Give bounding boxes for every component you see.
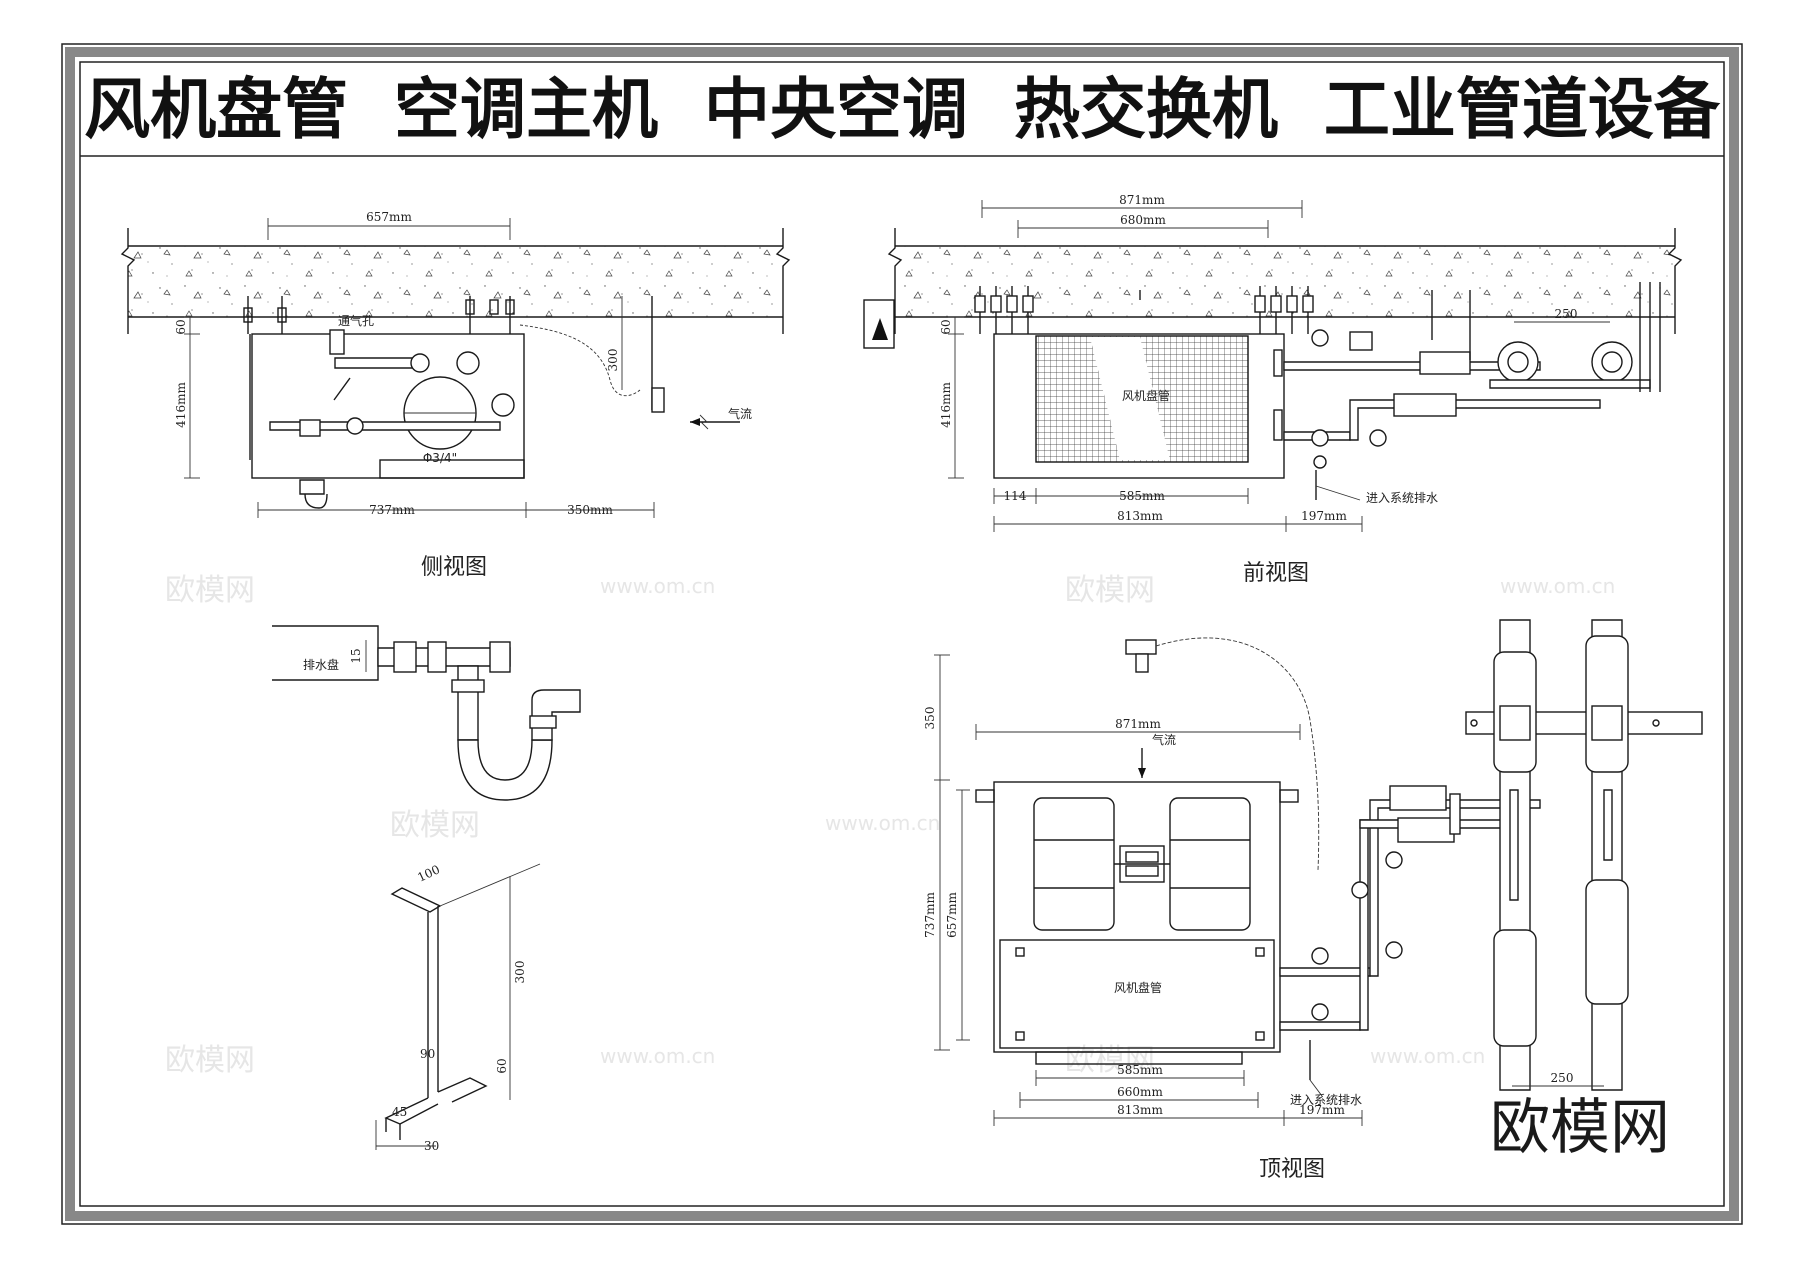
top-dim-bottom-3: 813mm <box>1117 1103 1163 1117</box>
watermark-url: www.om.cn <box>825 811 940 835</box>
front-view: 871mm 680mm 60 416mm 风机盘管 <box>863 193 1683 586</box>
top-dim-depth-inner: 657mm <box>945 892 959 938</box>
top-dim-pipe-spacing: 250 <box>1551 1071 1574 1085</box>
inner-border <box>79 61 1725 1207</box>
front-dim-top-outer: 871mm <box>1119 193 1165 207</box>
front-dim-offset: 114 <box>1004 489 1027 503</box>
watermark-text: 欧模网 <box>1065 573 1155 608</box>
top-label-drain: 进入系统排水 <box>1290 1093 1362 1107</box>
side-label-airflow: 气流 <box>728 406 752 421</box>
front-unit-body <box>993 333 1285 479</box>
drain-dim-height: 15 <box>349 648 363 663</box>
watermark-url: www.om.cn <box>1370 1044 1485 1068</box>
front-dim-pipe-spacing: 250 <box>1555 307 1578 321</box>
top-view: 350 737mm 657mm 871mm 气流 风机盘管 <box>923 619 1703 1182</box>
watermark-url: www.om.cn <box>1500 574 1615 598</box>
watermark-text: 欧模网 <box>165 1043 255 1078</box>
side-dim-hanger: 300 <box>606 349 620 372</box>
side-dim-bottom-left: 737mm <box>369 503 415 517</box>
side-label-vent: 通气孔 <box>338 313 374 328</box>
bracket-dim-foot-height: 60 <box>495 1058 509 1073</box>
front-dim-inner: 585mm <box>1119 489 1165 503</box>
side-dim-top: 657mm <box>366 210 412 224</box>
front-dim-height: 416mm <box>939 382 953 428</box>
bracket-dim-foot-width: 90 <box>420 1047 435 1061</box>
top-dim-bottom-2: 660mm <box>1117 1085 1163 1099</box>
front-view-caption: 前视图 <box>1243 561 1309 586</box>
watermark-url: www.om.cn <box>600 574 715 598</box>
front-label-drain: 进入系统排水 <box>1366 491 1438 505</box>
outer-border <box>61 43 1743 1225</box>
watermark-text: 欧模网 <box>1065 1043 1155 1078</box>
bracket-dim-height: 300 <box>513 961 527 984</box>
brand-logo-text: 欧模网 <box>1490 1093 1670 1163</box>
drain-label-pan: 排水盘 <box>303 657 339 672</box>
drain-detail: 15 排水盘 <box>272 625 581 801</box>
bracket-detail: 300 100 60 90 45 30 <box>375 862 541 1153</box>
top-dim-depth-outer: 737mm <box>923 892 937 938</box>
front-dim-top-inner: 680mm <box>1120 213 1166 227</box>
top-unit-label: 风机盘管 <box>1114 980 1162 995</box>
side-view: 657mm 60 416mm Φ3/4" <box>120 210 791 580</box>
watermark-layer: 欧模网 欧模网 欧模网 欧模网 欧模网 www.om.cn www.om.cn … <box>165 573 1615 1078</box>
side-dim-bottom-right: 350mm <box>567 503 613 517</box>
watermark-text: 欧模网 <box>165 573 255 608</box>
bracket-dim-width: 100 <box>415 862 442 884</box>
top-dim-side: 197mm <box>1299 1103 1345 1117</box>
side-dim-height: 416mm <box>174 382 188 428</box>
watermark-text: 欧模网 <box>390 808 480 843</box>
side-unit-body <box>251 333 525 479</box>
top-flex-cable <box>1155 637 1320 871</box>
svg-text:Φ3/4": Φ3/4" <box>423 451 457 465</box>
side-dim-gap: 60 <box>174 319 188 334</box>
top-view-caption: 顶视图 <box>1259 1157 1325 1182</box>
front-dim-gap: 60 <box>939 319 953 334</box>
frame-band <box>65 47 1739 1221</box>
top-dim-bottom-1: 585mm <box>1117 1063 1163 1077</box>
front-unit-label: 风机盘管 <box>1122 388 1170 403</box>
top-dim-clearance: 350 <box>923 707 937 730</box>
top-fan-right <box>1169 797 1251 931</box>
top-fan-left <box>1033 797 1115 931</box>
front-dim-side: 197mm <box>1301 509 1347 523</box>
top-dim-top: 871mm <box>1115 717 1161 731</box>
ceiling-slab <box>128 246 783 317</box>
watermark-url: www.om.cn <box>600 1044 715 1068</box>
top-label-airflow: 气流 <box>1152 732 1176 747</box>
side-view-caption: 侧视图 <box>421 555 487 580</box>
page-title: 风机盘管 空调主机 中央空调 热交换机 工业管道设备 <box>84 71 1721 148</box>
bracket-dim-foot-depth: 45 <box>392 1105 407 1119</box>
front-dim-total: 813mm <box>1117 509 1163 523</box>
